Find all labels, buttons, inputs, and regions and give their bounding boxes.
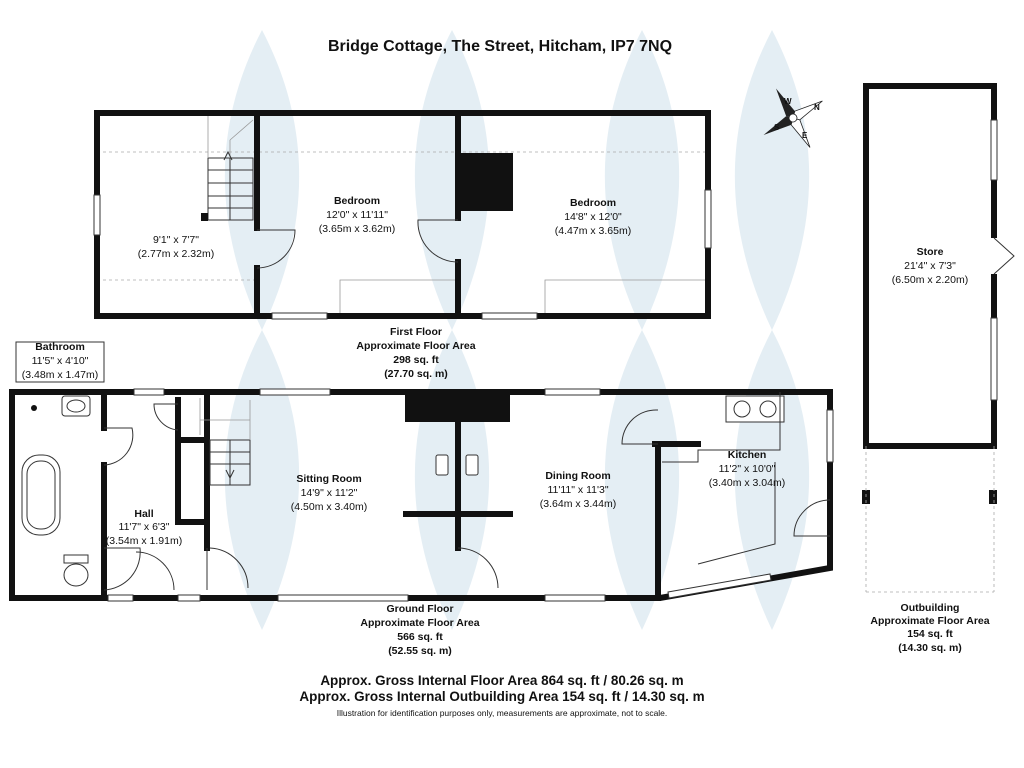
store-dimensions: 21'4" x 7'3": [904, 260, 956, 272]
first-floor-windows: [93, 189, 712, 320]
outbuilding-area-sqm: (14.30 sq. m): [898, 642, 962, 654]
outbuilding-area-caption: Approximate Floor Area: [870, 615, 989, 627]
first-floor-area-sqm: (27.70 sq. m): [384, 368, 448, 380]
kitchen-dimensions-metric: (3.40m x 3.04m): [709, 477, 785, 489]
ground-floor-doors: [103, 403, 831, 591]
landing-dimensions: 9'1" x 7'7": [153, 234, 199, 246]
outbuilding-heading: Outbuilding: [901, 602, 960, 614]
bedroom2-name: Bedroom: [570, 197, 616, 209]
gross-internal-area: Approx. Gross Internal Floor Area 864 sq…: [320, 673, 683, 688]
first-floor-staircase: [201, 116, 254, 221]
landing-dimensions-metric: (2.77m x 2.32m): [138, 248, 214, 260]
first-floor-plan: [93, 110, 712, 320]
hall-dimensions: 11'7" x 6'3": [119, 521, 170, 533]
watermark-leaves: [224, 30, 810, 630]
sitting-room-dimensions-metric: (4.50m x 3.40m): [291, 501, 367, 513]
first-floor-doors: [256, 219, 459, 269]
store-dimensions-metric: (6.50m x 2.20m): [892, 274, 968, 286]
bathroom-name: Bathroom: [35, 341, 85, 353]
kitchen-name: Kitchen: [728, 449, 767, 461]
kitchen-fixtures: [662, 392, 785, 565]
bathroom-dimensions: 11'5" x 4'10": [32, 355, 89, 367]
bedroom2-dimensions: 14'8" x 12'0": [564, 211, 622, 223]
gross-outbuilding-area: Approx. Gross Internal Outbuilding Area …: [299, 689, 704, 704]
dining-room-name: Dining Room: [545, 470, 610, 482]
compass-rose: [763, 88, 823, 148]
compass-south-label: S: [774, 123, 780, 132]
hall-name: Hall: [134, 508, 153, 520]
bathroom-fixtures: [21, 395, 91, 587]
ground-floor-staircase: [199, 398, 251, 486]
first-floor-chimney-breast: [458, 153, 513, 211]
compass-west-label: W: [784, 97, 792, 106]
outbuilding-area-sqft: 154 sq. ft: [907, 628, 953, 640]
kitchen-dimensions: 11'2" x 10'0": [719, 463, 776, 475]
ground-floor-windows: [107, 388, 834, 602]
ground-floor-chimney-breast: [405, 392, 510, 422]
bedroom2-dimensions-metric: (4.47m x 3.65m): [555, 225, 631, 237]
first-floor-area-caption: Approximate Floor Area: [356, 340, 475, 352]
bedroom1-dimensions: 12'0" x 11'11": [326, 209, 388, 221]
ground-floor-area-caption: Approximate Floor Area: [360, 617, 479, 629]
ground-floor-area-sqft: 566 sq. ft: [397, 631, 443, 643]
hall-dimensions-metric: (3.54m x 1.91m): [106, 535, 182, 547]
dining-room-dimensions-metric: (3.64m x 3.44m): [540, 498, 616, 510]
first-floor-heading: First Floor: [390, 326, 442, 338]
first-floor-area-sqft: 298 sq. ft: [393, 354, 439, 366]
compass-east-label: E: [802, 131, 808, 140]
sitting-room-dimensions: 14'9" x 11'2": [301, 487, 358, 499]
bedroom1-name: Bedroom: [334, 195, 380, 207]
store-name: Store: [917, 246, 944, 258]
ground-floor-plan: [9, 341, 834, 602]
disclaimer-note: Illustration for identification purposes…: [337, 708, 668, 718]
sitting-room-name: Sitting Room: [296, 473, 361, 485]
outbuilding-plan: [862, 83, 1015, 593]
bedroom1-dimensions-metric: (3.65m x 3.62m): [319, 223, 395, 235]
compass-north-label: N: [814, 103, 820, 112]
ground-floor-heading: Ground Floor: [386, 603, 453, 615]
dining-room-dimensions: 11'11" x 11'3": [547, 484, 608, 496]
plan-title: Bridge Cottage, The Street, Hitcham, IP7…: [328, 38, 672, 55]
ground-floor-area-sqm: (52.55 sq. m): [388, 645, 452, 657]
bathroom-dimensions-metric: (3.48m x 1.47m): [22, 369, 98, 381]
